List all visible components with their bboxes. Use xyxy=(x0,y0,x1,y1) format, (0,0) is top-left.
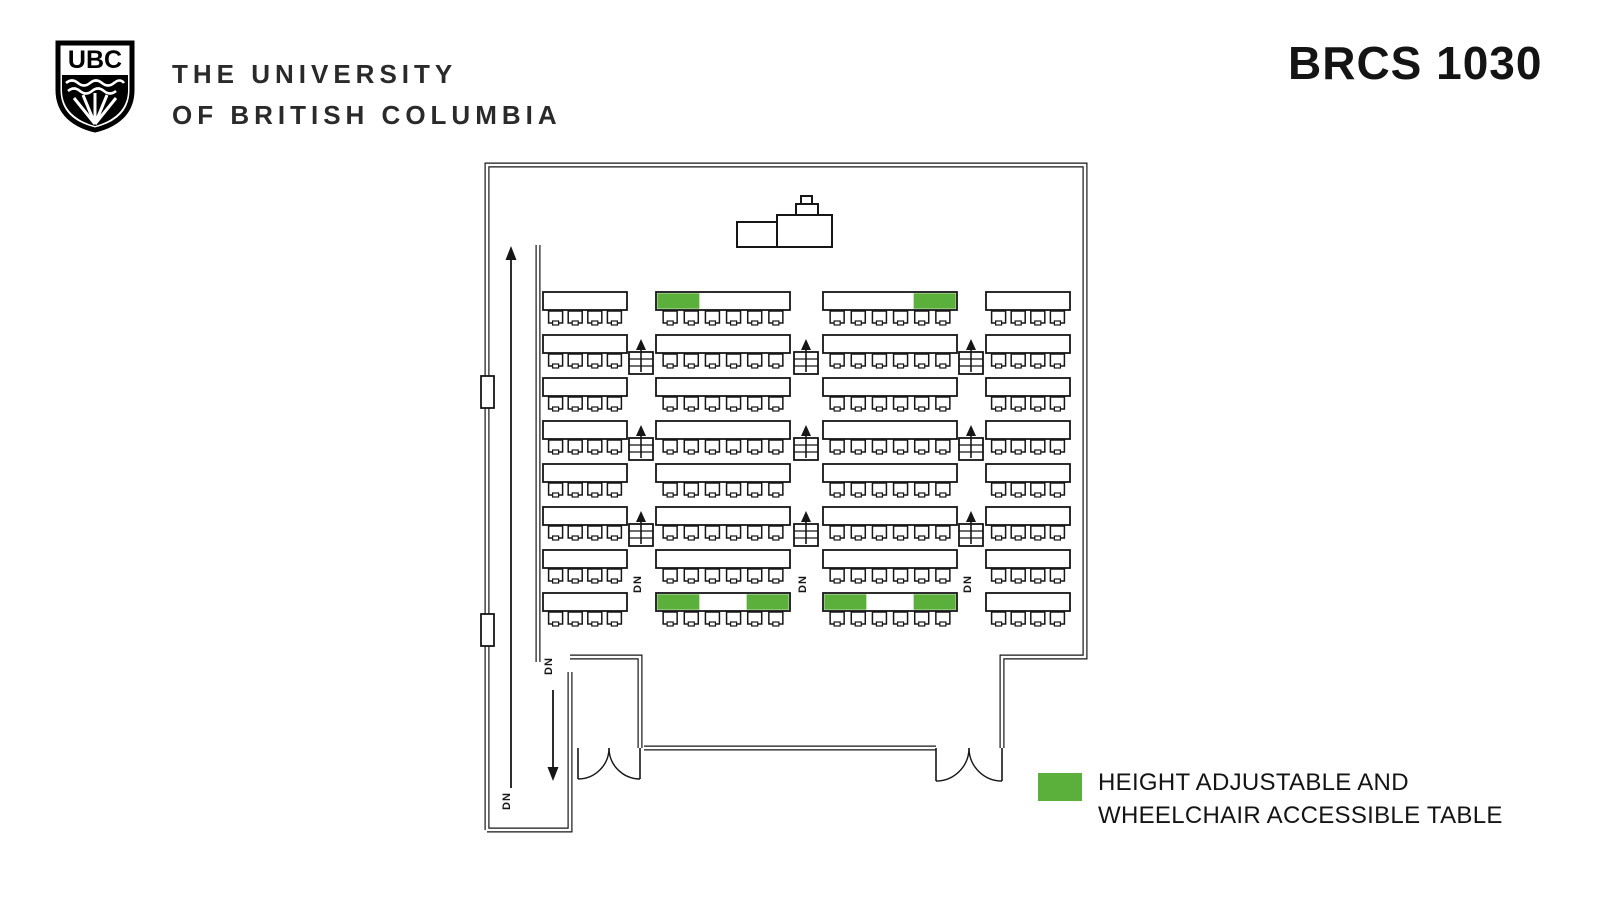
up-arrow-icon xyxy=(966,511,976,522)
seating-row xyxy=(542,506,1071,541)
table xyxy=(822,506,958,541)
seating-row xyxy=(542,420,1071,455)
table xyxy=(655,592,791,627)
up-arrow-icon xyxy=(505,246,517,260)
door-swing-arc xyxy=(577,747,610,780)
table xyxy=(985,549,1071,584)
seating-row xyxy=(542,592,1071,627)
stair-icon xyxy=(793,511,819,547)
stair-dn-label: DN xyxy=(797,575,809,593)
table xyxy=(542,420,628,455)
table xyxy=(542,592,628,627)
table xyxy=(655,549,791,584)
room-title: BRCS 1030 xyxy=(1288,37,1543,89)
table xyxy=(822,291,958,326)
table xyxy=(655,334,791,369)
table xyxy=(985,506,1071,541)
up-arrow-icon xyxy=(636,425,646,436)
stair-icon xyxy=(793,425,819,461)
up-arrow-icon xyxy=(801,425,811,436)
table xyxy=(822,420,958,455)
stair-icon xyxy=(628,339,654,375)
table xyxy=(542,463,628,498)
table xyxy=(655,291,791,326)
table xyxy=(822,463,958,498)
up-arrow-icon xyxy=(801,511,811,522)
wall-pilaster xyxy=(480,375,495,409)
table xyxy=(985,420,1071,455)
corridor-stairs xyxy=(505,246,559,788)
stair-icon xyxy=(793,339,819,375)
seating-row xyxy=(542,377,1071,412)
accessible-table-segment xyxy=(657,293,700,309)
table xyxy=(542,334,628,369)
stair-icon xyxy=(628,511,654,547)
door-swing-arc xyxy=(968,747,1003,782)
up-arrow-icon xyxy=(636,511,646,522)
corridor-dn-label: DN xyxy=(501,792,513,810)
up-arrow-icon xyxy=(801,339,811,350)
ubc-logo: UBC xyxy=(55,40,135,134)
ubc-crest-icon: UBC xyxy=(55,40,135,133)
university-name-line1: THE UNIVERSITY xyxy=(172,59,458,89)
stair-icon xyxy=(958,511,984,547)
stair-icon xyxy=(628,425,654,461)
table xyxy=(655,420,791,455)
seating-row xyxy=(542,291,1071,326)
table xyxy=(542,377,628,412)
table xyxy=(822,334,958,369)
accessible-table-segment xyxy=(746,594,789,610)
stair-icon xyxy=(958,425,984,461)
corridor-dn-label: DN xyxy=(543,657,555,675)
lectern xyxy=(736,195,833,248)
down-arrow-icon xyxy=(547,767,559,781)
up-arrow-icon xyxy=(636,339,646,350)
stair-dn-label: DN xyxy=(632,575,644,593)
double-door xyxy=(577,747,641,780)
legend-label-line1: HEIGHT ADJUSTABLE AND xyxy=(1098,769,1409,796)
table xyxy=(822,377,958,412)
table xyxy=(655,463,791,498)
table xyxy=(822,592,958,627)
accessible-table-segment xyxy=(824,594,867,610)
table xyxy=(822,549,958,584)
table xyxy=(542,291,628,326)
wall xyxy=(570,654,643,748)
logo-text: UBC xyxy=(68,46,122,74)
wall-pilaster xyxy=(480,613,495,647)
seating-row xyxy=(542,463,1071,498)
double-door xyxy=(935,747,1003,782)
accessible-table-segment xyxy=(657,594,700,610)
seating-row xyxy=(542,334,1071,369)
wall xyxy=(487,672,573,833)
table xyxy=(542,549,628,584)
table xyxy=(655,506,791,541)
university-name-line2: OF BRITISH COLUMBIA xyxy=(172,100,562,130)
legend-swatch xyxy=(1038,773,1082,801)
table xyxy=(985,592,1071,627)
door-swing-arc xyxy=(608,747,641,780)
up-arrow-icon xyxy=(966,339,976,350)
legend-label-line2: WHEELCHAIR ACCESSIBLE TABLE xyxy=(1098,802,1503,829)
up-arrow-icon xyxy=(966,425,976,436)
door-swing-arc xyxy=(935,747,970,782)
table xyxy=(542,506,628,541)
university-name: THE UNIVERSITY OF BRITISH COLUMBIA xyxy=(172,54,562,136)
table xyxy=(655,377,791,412)
table xyxy=(985,334,1071,369)
table xyxy=(985,291,1071,326)
table xyxy=(985,463,1071,498)
legend: HEIGHT ADJUSTABLE AND WHEELCHAIR ACCESSI… xyxy=(1038,766,1503,832)
accessible-table-segment xyxy=(913,594,956,610)
seating-row xyxy=(542,549,1071,584)
table xyxy=(985,377,1071,412)
stair-icon xyxy=(958,339,984,375)
stair-dn-label: DN xyxy=(962,575,974,593)
legend-label: HEIGHT ADJUSTABLE AND WHEELCHAIR ACCESSI… xyxy=(1098,766,1503,832)
accessible-table-segment xyxy=(913,293,956,309)
